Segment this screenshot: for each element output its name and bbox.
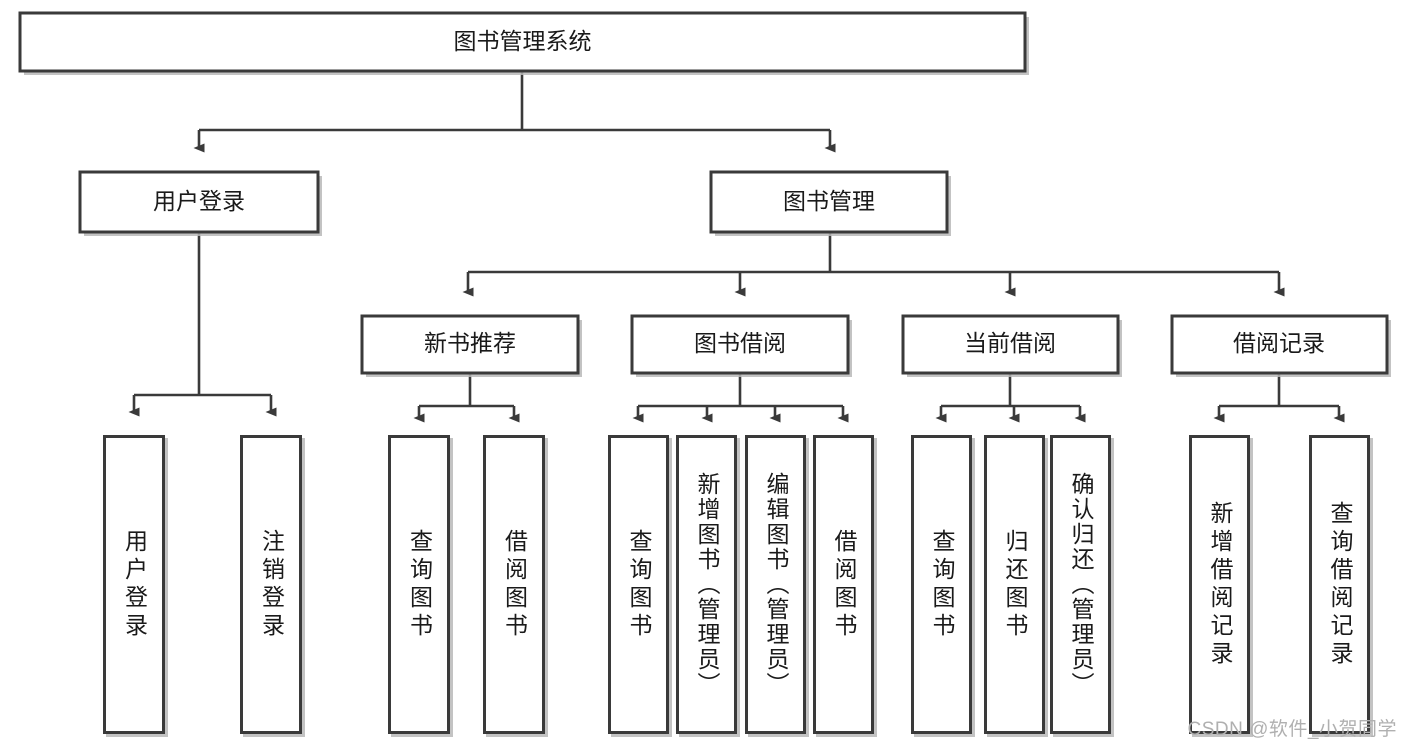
leaf-borrow-book-label: 借阅图书 (831, 528, 857, 641)
leaf-query-book-current[interactable]: 查询图书 (911, 435, 972, 734)
borrow-record-box (1170, 314, 1389, 375)
leaf-query-book-recommend-label: 查询图书 (406, 528, 433, 641)
leaf-user-login[interactable]: 用户登录 (103, 435, 165, 734)
leaf-borrow-book-recommend[interactable]: 借阅图书 (483, 435, 545, 734)
root-box (18, 11, 1027, 73)
leaf-user-login-label: 用户登录 (121, 528, 148, 641)
leaf-confirm-return-admin[interactable]: 确认归还（管理员） (1050, 435, 1111, 734)
leaf-add-borrow-record[interactable]: 新增借阅记录 (1189, 435, 1250, 734)
leaf-query-book-recommend[interactable]: 查询图书 (388, 435, 450, 734)
edge-group-current-borrow (935, 373, 1086, 423)
leaf-borrow-book-recommend-label: 借阅图书 (501, 528, 528, 641)
leaf-add-book-admin-label: 新增图书（管理员） (694, 472, 720, 697)
edge-group-borrow-record (1213, 373, 1345, 423)
borrow-record-label: 借阅记录 (1233, 330, 1325, 356)
leaf-query-book-borrow-label: 查询图书 (626, 528, 652, 641)
leaf-add-book-admin[interactable]: 新增图书（管理员） (676, 435, 737, 734)
user-login-label: 用户登录 (153, 188, 245, 214)
node-root[interactable]: 图书管理系统 (18, 11, 1029, 75)
leaf-logout-label: 注销登录 (258, 528, 285, 641)
book-borrow-box (630, 314, 850, 375)
root-label: 图书管理系统 (454, 28, 592, 54)
leaf-query-borrow-record-label: 查询借阅记录 (1327, 500, 1353, 669)
leaf-borrow-book[interactable]: 借阅图书 (813, 435, 874, 734)
new-book-recommend-label: 新书推荐 (424, 330, 516, 356)
book-manage-box (709, 170, 949, 234)
leaf-add-borrow-record-label: 新增借阅记录 (1207, 500, 1233, 669)
edge-group-root (193, 71, 836, 153)
leaf-edit-book-admin[interactable]: 编辑图书（管理员） (745, 435, 806, 734)
edge-group-book-borrow (632, 373, 849, 423)
node-new-book-recommend[interactable]: 新书推荐 (360, 314, 582, 377)
node-user-login[interactable]: 用户登录 (78, 170, 322, 236)
book-borrow-label: 图书借阅 (694, 330, 786, 356)
leaf-edit-book-admin-label: 编辑图书（管理员） (763, 472, 789, 697)
leaf-logout[interactable]: 注销登录 (240, 435, 302, 734)
leaf-confirm-return-admin-label: 确认归还（管理员） (1068, 472, 1094, 697)
leaf-query-borrow-record[interactable]: 查询借阅记录 (1309, 435, 1370, 734)
book-manage-label: 图书管理 (783, 188, 875, 214)
leaf-query-book-current-label: 查询图书 (929, 528, 955, 641)
current-borrow-label: 当前借阅 (964, 330, 1056, 356)
node-borrow-record[interactable]: 借阅记录 (1170, 314, 1391, 377)
edge-group-user-login (128, 232, 277, 417)
leaf-query-book-borrow[interactable]: 查询图书 (608, 435, 669, 734)
new-book-recommend-box (360, 314, 580, 375)
node-book-manage[interactable]: 图书管理 (709, 170, 951, 236)
node-book-borrow[interactable]: 图书借阅 (630, 314, 852, 377)
current-borrow-box (901, 314, 1120, 375)
leaf-return-book-label: 归还图书 (1002, 528, 1028, 641)
leaf-return-book[interactable]: 归还图书 (984, 435, 1045, 734)
node-current-borrow[interactable]: 当前借阅 (901, 314, 1122, 377)
user-login-box (78, 170, 320, 234)
edge-group-book-manage (462, 232, 1285, 297)
edge-group-new-book-recommend (413, 373, 520, 423)
